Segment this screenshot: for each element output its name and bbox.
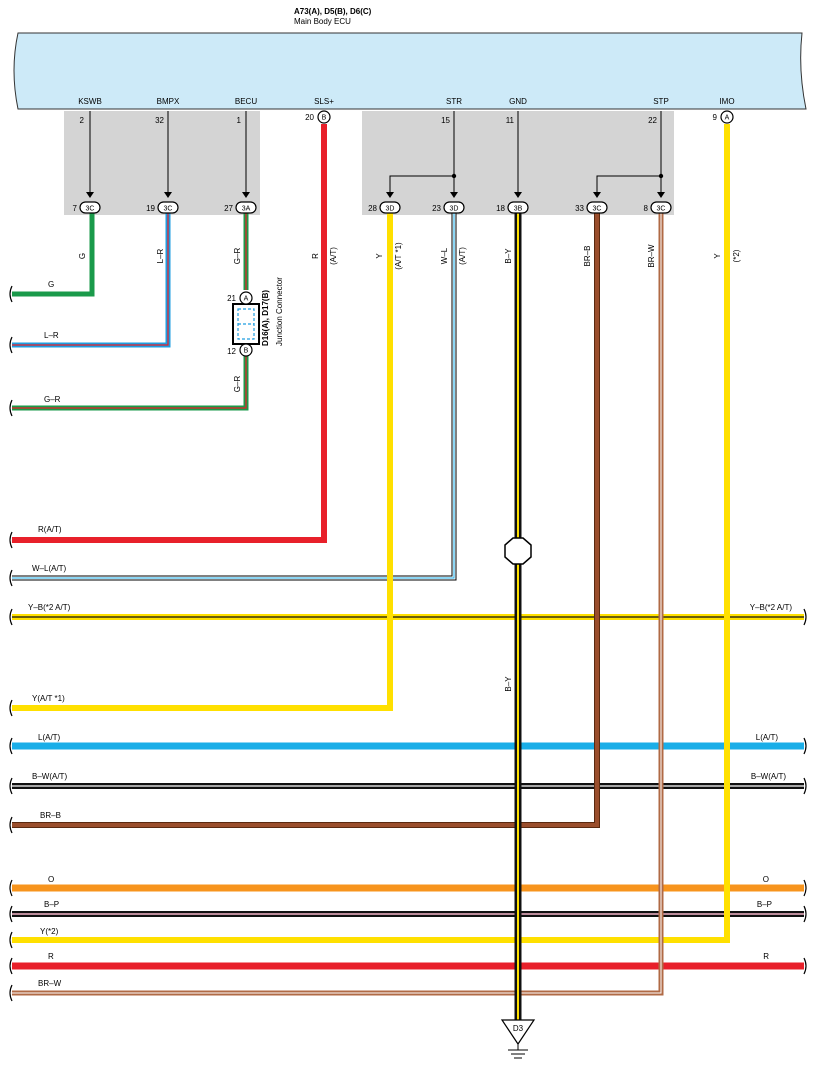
terminal-bmpx: BMPX bbox=[157, 97, 180, 106]
ecu-body bbox=[13, 32, 807, 110]
left-wire-ends bbox=[9, 285, 13, 1002]
ecu-name: Main Body ECU bbox=[294, 17, 351, 26]
junction-top-conn: A bbox=[244, 296, 249, 303]
vlabel-lr: L–R bbox=[156, 248, 165, 263]
terminal-stp: STP bbox=[653, 97, 669, 106]
vlabel-wl: W–L bbox=[440, 247, 449, 264]
ecu-connectors-label: A73(A), D5(B), D6(C) bbox=[294, 7, 372, 16]
junction-connector bbox=[232, 303, 260, 345]
hl-brb: BR–B bbox=[40, 811, 61, 820]
sls-conn: B bbox=[322, 115, 327, 122]
pin-sls: 20 bbox=[305, 113, 314, 122]
vlabel-r: R bbox=[311, 253, 320, 259]
vlabel-brb: BR–B bbox=[583, 246, 592, 267]
hl-y2: Y(*2) bbox=[40, 927, 59, 936]
terminal-gnd: GND bbox=[509, 97, 527, 106]
hr-o: O bbox=[763, 875, 769, 884]
lpin-becu: 27 bbox=[224, 204, 233, 213]
internal-wiring bbox=[89, 111, 662, 194]
conn-kswb: 3C bbox=[86, 206, 95, 213]
ground-splice bbox=[504, 537, 532, 565]
hr-yb: Y–B(*2 A/T) bbox=[750, 603, 793, 612]
right-wire-ends bbox=[803, 608, 807, 975]
conn-stp: 3C bbox=[657, 206, 666, 213]
connector-panel-left bbox=[64, 111, 260, 215]
lpin-brb: 33 bbox=[575, 204, 584, 213]
conn-bmpx: 3C bbox=[164, 206, 173, 213]
junction-bottom-pin: 12 bbox=[227, 347, 236, 356]
terminal-str: STR bbox=[446, 97, 462, 106]
hl-lr: L–R bbox=[44, 331, 59, 340]
connector-arrows bbox=[86, 192, 665, 198]
harness-wires bbox=[12, 124, 804, 1022]
conn-brb: 3C bbox=[593, 206, 602, 213]
vlabel-gr-bottom: G–R bbox=[233, 376, 242, 393]
conn-becu: 3A bbox=[242, 206, 251, 213]
hl-y-at1: Y(A/T *1) bbox=[32, 694, 65, 703]
hr-bp: B–P bbox=[757, 900, 772, 909]
junction-bottom-conn: B bbox=[244, 348, 249, 355]
imo-conn: A bbox=[725, 115, 730, 122]
hl-r-at: R(A/T) bbox=[38, 525, 62, 534]
terminal-sls: SLS+ bbox=[314, 97, 334, 106]
pin-becu: 1 bbox=[237, 116, 242, 125]
junction-name: D16(A), D17(B) bbox=[261, 290, 270, 346]
hl-brw: BR–W bbox=[38, 979, 62, 988]
vlabel-brw: BR–W bbox=[647, 244, 656, 268]
pin-imo: 9 bbox=[713, 113, 718, 122]
lpin-str: 23 bbox=[432, 204, 441, 213]
lower-connector-ovals bbox=[79, 201, 672, 214]
splice-dot-str bbox=[451, 173, 457, 179]
junction-pin-b bbox=[239, 343, 253, 357]
conn-str: 3D bbox=[450, 206, 459, 213]
hl-g: G bbox=[48, 280, 54, 289]
vlabel-by: B–Y bbox=[504, 248, 513, 264]
hl-bw-at: B–W(A/T) bbox=[32, 772, 67, 781]
vlabel-y-imo: Y bbox=[713, 253, 722, 259]
lpin-kswb: 7 bbox=[73, 204, 78, 213]
lpin-y: 28 bbox=[368, 204, 377, 213]
conn-gnd: 3B bbox=[514, 206, 523, 213]
hl-o: O bbox=[48, 875, 54, 884]
terminal-kswb: KSWB bbox=[78, 97, 102, 106]
hl-l-at: L(A/T) bbox=[38, 733, 61, 742]
pin-kswb: 2 bbox=[80, 116, 85, 125]
hl-r: R bbox=[48, 952, 54, 961]
pin-bmpx: 32 bbox=[155, 116, 164, 125]
vlabel-gr-top: G–R bbox=[233, 248, 242, 265]
pin-str: 15 bbox=[441, 116, 450, 125]
hl-gr: G–R bbox=[44, 395, 61, 404]
terminal-becu: BECU bbox=[235, 97, 257, 106]
junction-top-pin: 21 bbox=[227, 294, 236, 303]
ground-symbol bbox=[500, 1019, 536, 1059]
hr-l-at: L(A/T) bbox=[756, 733, 779, 742]
pin-stp: 22 bbox=[648, 116, 657, 125]
hr-bw-at: B–W(A/T) bbox=[751, 772, 786, 781]
hr-r: R bbox=[763, 952, 769, 961]
junction-sub: Junction Connector bbox=[275, 277, 284, 346]
hl-wl-at: W–L(A/T) bbox=[32, 564, 67, 573]
hl-yb: Y–B(*2 A/T) bbox=[28, 603, 71, 612]
vlabel-y-note: (A/T *1) bbox=[394, 242, 403, 270]
vlabel-by-lower: B–Y bbox=[504, 676, 513, 692]
vlabel-y-imo-note: (*2) bbox=[732, 249, 741, 262]
terminal-imo: IMO bbox=[719, 97, 734, 106]
pin-gnd: 11 bbox=[506, 116, 515, 125]
lpin-stp: 8 bbox=[644, 204, 649, 213]
imo-conn-circle bbox=[720, 110, 734, 124]
splice-dot-stp bbox=[658, 173, 664, 179]
conn-y: 3D bbox=[386, 206, 395, 213]
ground-label: D3 bbox=[513, 1024, 524, 1033]
sls-conn-circle bbox=[317, 110, 331, 124]
vlabel-y: Y bbox=[375, 253, 384, 259]
hl-bp: B–P bbox=[44, 900, 59, 909]
vlabel-g: G bbox=[78, 253, 87, 259]
junction-pin-a bbox=[239, 291, 253, 305]
lpin-gnd: 18 bbox=[496, 204, 505, 213]
vlabel-wl-note: (A/T) bbox=[458, 247, 467, 265]
vlabel-r-note: (A/T) bbox=[329, 247, 338, 265]
lpin-bmpx: 19 bbox=[146, 204, 155, 213]
